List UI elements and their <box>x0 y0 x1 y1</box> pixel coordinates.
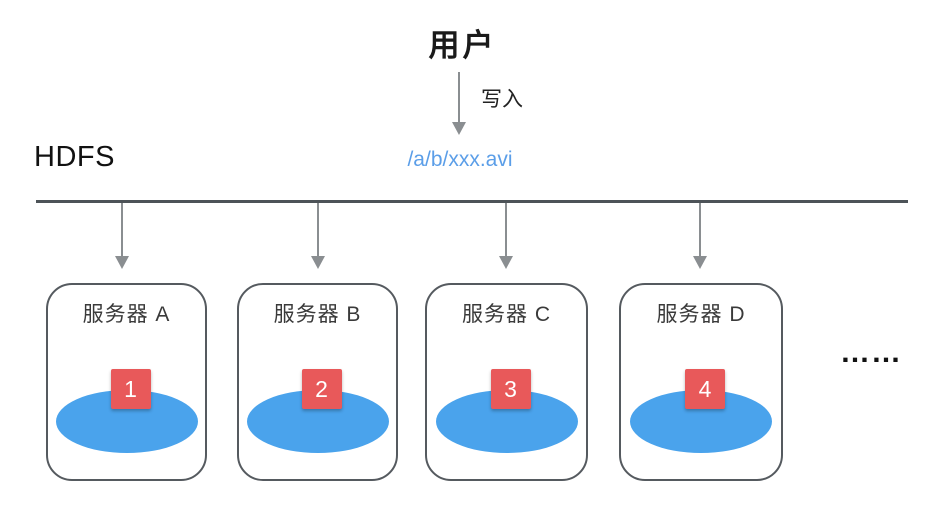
data-block-badge: 3 <box>490 369 531 409</box>
server-name-label: 服务器 C <box>462 303 551 326</box>
distribution-arrowhead-3-icon <box>499 256 513 269</box>
server-name-label: 服务器 A <box>82 303 171 326</box>
distribution-arrow-1-icon <box>121 203 123 256</box>
user-label: 用户 <box>428 28 497 63</box>
data-block-badge: 1 <box>110 369 151 409</box>
distribution-arrowhead-1-icon <box>115 256 129 269</box>
hdfs-bus-divider <box>36 200 908 203</box>
file-path-label: /a/b/xxx.avi <box>407 148 513 171</box>
server-name-label: 服务器 B <box>273 303 362 326</box>
data-block-badge: 4 <box>685 369 725 409</box>
distribution-arrow-4-icon <box>699 203 701 256</box>
server-box-a: 服务器 A 1 <box>46 283 207 481</box>
server-box-d: 服务器 D 4 <box>619 283 783 481</box>
distribution-arrowhead-2-icon <box>311 256 325 269</box>
write-action-label: 写入 <box>481 88 523 111</box>
server-box-b: 服务器 B 2 <box>237 283 398 481</box>
server-name-label: 服务器 D <box>656 303 746 326</box>
server-box-c: 服务器 C 3 <box>425 283 588 481</box>
distribution-arrowhead-4-icon <box>693 256 707 269</box>
more-servers-ellipsis: …… <box>840 336 902 369</box>
hdfs-title: HDFS <box>34 141 115 173</box>
distribution-arrow-3-icon <box>505 203 507 256</box>
data-block-badge: 2 <box>301 369 342 409</box>
write-down-arrowhead-icon <box>452 122 466 135</box>
distribution-arrow-2-icon <box>317 203 319 256</box>
write-down-arrow-icon <box>458 72 460 122</box>
